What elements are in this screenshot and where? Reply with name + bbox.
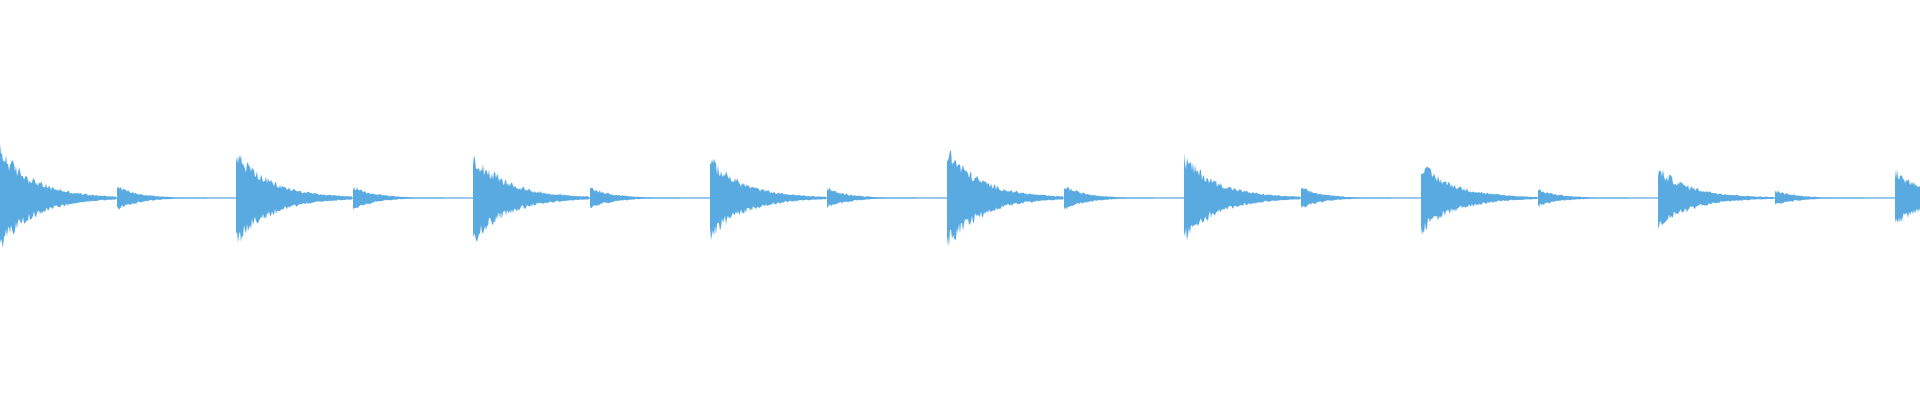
- waveform-clip[interactable]: [947, 150, 1154, 247]
- waveform-transient-secondary: [1538, 189, 1628, 208]
- waveform-clip[interactable]: [0, 144, 207, 249]
- waveform-transient-primary: [710, 158, 826, 241]
- waveform-clip[interactable]: [236, 154, 443, 243]
- waveform-transient-secondary: [1301, 187, 1391, 208]
- waveform-clip[interactable]: [710, 158, 917, 241]
- waveform-transient-secondary: [353, 187, 443, 210]
- waveform-transient-primary: [0, 144, 116, 249]
- waveform-transient-secondary: [117, 186, 207, 210]
- waveform-transient-primary: [1184, 152, 1300, 241]
- waveform-transient-primary: [1895, 169, 1920, 224]
- waveform-clip[interactable]: [1184, 152, 1391, 241]
- waveform-clip[interactable]: [1658, 169, 1865, 229]
- waveform-clip[interactable]: [1895, 169, 1920, 224]
- waveform-transient-primary: [473, 155, 589, 242]
- waveform-clip[interactable]: [473, 155, 680, 242]
- waveform-transient-secondary: [1775, 190, 1865, 205]
- waveform-transient-primary: [947, 150, 1063, 247]
- waveform-transient-secondary: [1064, 187, 1154, 210]
- waveform-transient-secondary: [590, 187, 680, 209]
- waveform-clip[interactable]: [1421, 166, 1628, 235]
- waveform-transient-secondary: [827, 187, 917, 209]
- waveform-transient-primary: [1658, 169, 1774, 229]
- waveform-transient-primary: [236, 154, 352, 243]
- waveform-transient-primary: [1421, 166, 1537, 235]
